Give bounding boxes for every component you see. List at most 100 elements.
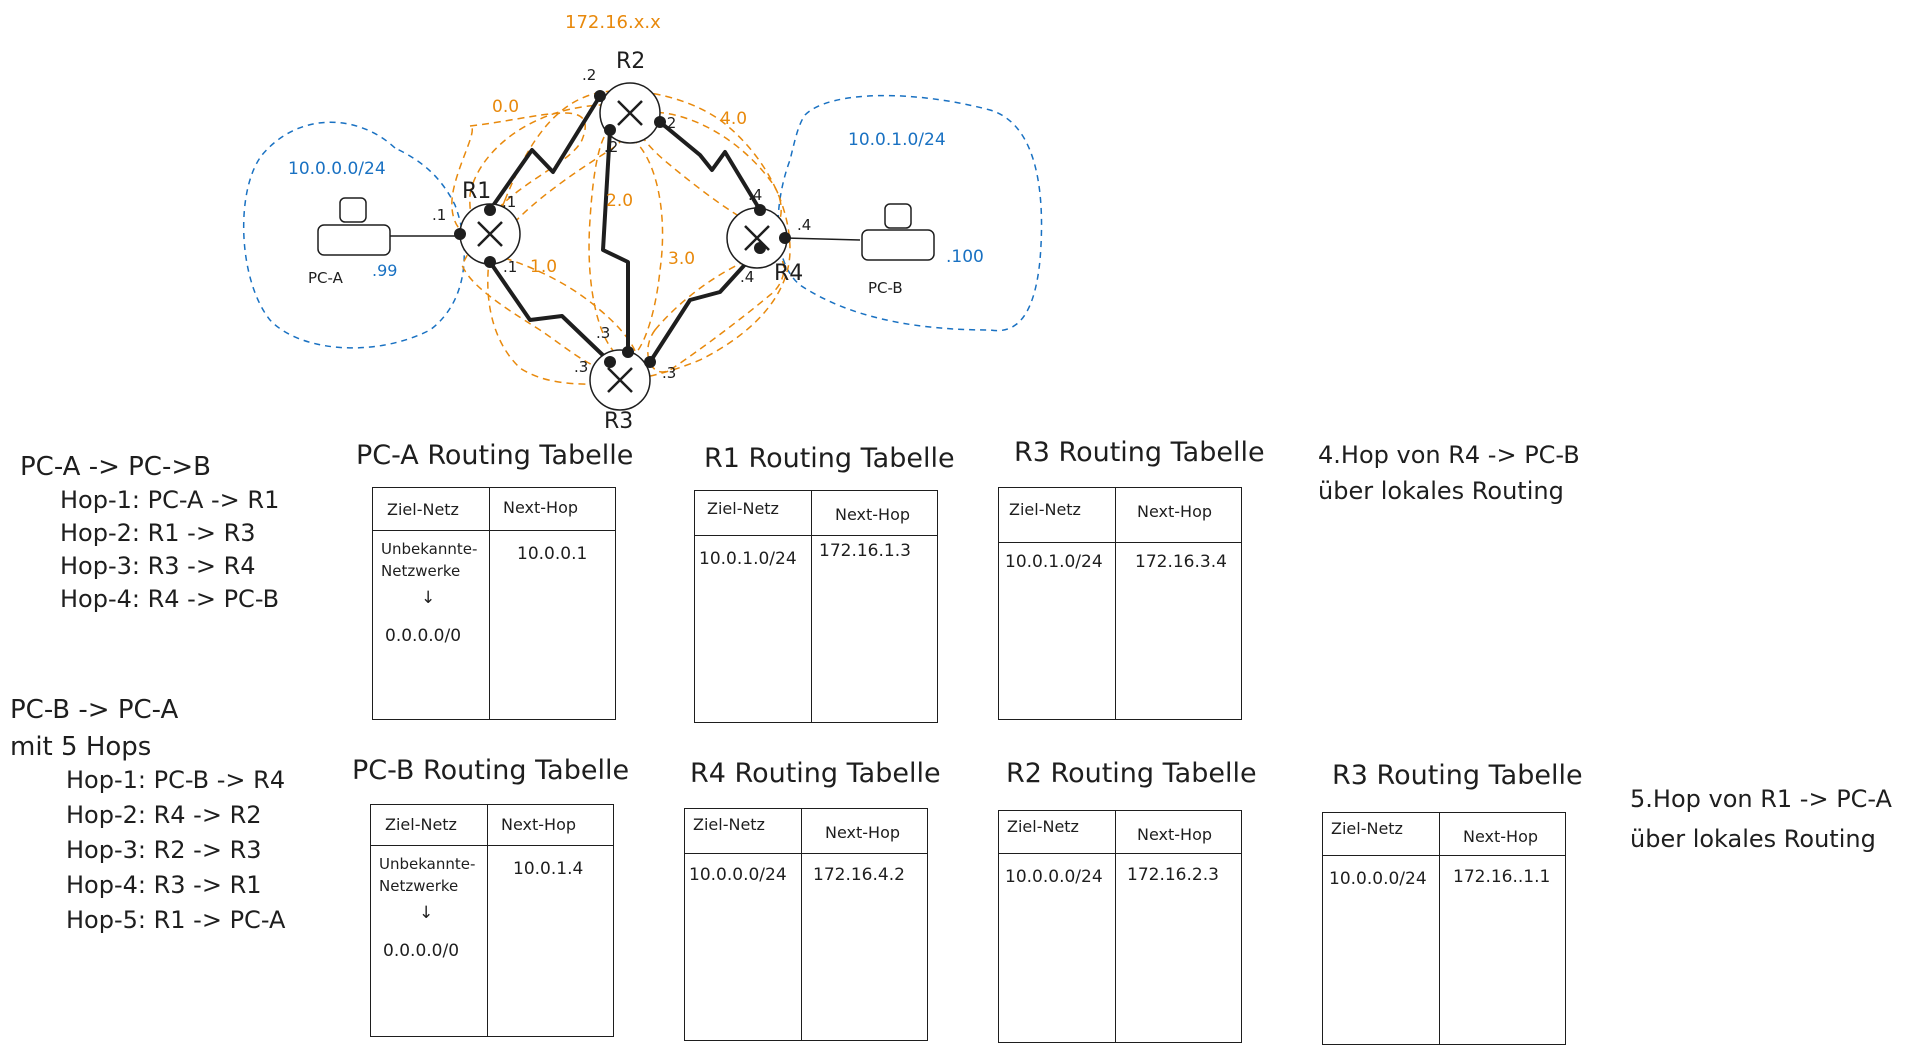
link-r2-r4: [658, 120, 762, 212]
col-next-header: Next-Hop: [501, 815, 577, 834]
iface-dot: [594, 90, 606, 102]
iface-dot: [654, 116, 666, 128]
router-r2-label: R2: [616, 49, 645, 74]
iface-label: .4: [748, 186, 762, 204]
link-label-0-0: 0.0: [492, 97, 519, 117]
hop-item: Hop-3: R2 -> R3: [66, 836, 262, 864]
subnet-3-0-outline: [647, 252, 785, 373]
subnet-0-outline: [451, 112, 586, 235]
r3b-dest: 10.0.0.0/24: [1329, 869, 1427, 889]
iface-label: .3: [662, 364, 676, 382]
r4-routing-table: Ziel-Netz Next-Hop 10.0.0.0/24 172.16.4.…: [684, 808, 928, 1041]
iface-dot: [454, 228, 466, 240]
hop4-note-2: über lokales Routing: [1318, 477, 1564, 505]
hop-item: Hop-1: PC-A -> R1: [60, 486, 280, 514]
router-r1-label: R1: [462, 179, 491, 204]
hop-item: Hop-2: R4 -> R2: [66, 801, 262, 829]
col-dest-header: Ziel-Netz: [1331, 819, 1403, 838]
core-outline: [487, 90, 791, 385]
unknown-networks-2: Netzwerke: [381, 562, 461, 580]
router-r3-label: R3: [604, 409, 633, 434]
path-b-to-a-subtitle: mit 5 Hops: [10, 732, 152, 762]
link-label-2-0: 2.0: [606, 191, 633, 211]
hop-item: Hop-1: PC-B -> R4: [66, 766, 286, 794]
r1-routing-table: Ziel-Netz Next-Hop 10.0.1.0/24 172.16.1.…: [694, 490, 938, 723]
path-b-to-a-title: PC-B -> PC-A: [10, 695, 179, 725]
r3b-next-hop: 172.16..1.1: [1453, 867, 1551, 887]
r4-table-title: R4 Routing Tabelle: [690, 758, 941, 789]
hop-item: Hop-4: R3 -> R1: [66, 871, 262, 899]
lan-a-label: 10.0.0.0/24: [288, 159, 386, 179]
r3a-dest: 10.0.1.0/24: [1005, 552, 1103, 572]
link-label-3-0: 3.0: [668, 249, 695, 269]
link-r3-r4: [648, 246, 762, 364]
pcb-routing-table: Ziel-Netz Next-Hop Unbekannte- Netzwerke…: [370, 804, 614, 1037]
pc-b-label: PC-B: [868, 279, 903, 297]
col-dest-header: Ziel-Netz: [1007, 817, 1079, 836]
col-dest-header: Ziel-Netz: [387, 500, 459, 519]
down-arrow: ↓: [419, 903, 434, 923]
r2-table-title: R2 Routing Tabelle: [1006, 758, 1257, 789]
iface-dot: [604, 124, 616, 136]
iface-dot: [484, 204, 496, 216]
hop-item: Hop-4: R4 -> PC-B: [60, 585, 280, 613]
pca-routing-table: Ziel-Netz Next-Hop Unbekannte- Netzwerke…: [372, 487, 616, 720]
r2-next-hop: 172.16.2.3: [1127, 865, 1219, 885]
r2-dest: 10.0.0.0/24: [1005, 867, 1103, 887]
r4-next-hop: 172.16.4.2: [813, 865, 905, 885]
r1-table-title: R1 Routing Tabelle: [704, 443, 955, 474]
link-label-1-0: 1.0: [530, 257, 557, 277]
link-label-4-0: 4.0: [720, 109, 747, 129]
col-dest-header: Ziel-Netz: [385, 815, 457, 834]
pc-b-icon: [861, 203, 935, 261]
hop5-note-2: über lokales Routing: [1630, 825, 1876, 853]
hop-item: Hop-5: R1 -> PC-A: [66, 906, 286, 934]
r3a-next-hop: 172.16.3.4: [1135, 552, 1227, 572]
lan-b-label: 10.0.1.0/24: [848, 130, 946, 150]
col-next-header: Next-Hop: [1137, 502, 1213, 521]
link-r1-r2: [488, 94, 602, 212]
col-next-header: Next-Hop: [1463, 827, 1539, 846]
iface-label: .2: [582, 66, 596, 84]
unknown-networks: Unbekannte-: [379, 855, 476, 873]
iface-label: .1: [503, 258, 517, 276]
hop4-note: 4.Hop von R4 -> PC-B: [1318, 441, 1580, 469]
router-r4: [726, 207, 788, 269]
pc-b-host-label: .100: [946, 247, 984, 267]
r3a-routing-table: Ziel-Netz Next-Hop 10.0.1.0/24 172.16.3.…: [998, 487, 1242, 720]
iface-dot: [622, 346, 634, 358]
iface-label: .1: [432, 206, 446, 224]
iface-dot: [644, 356, 656, 368]
iface-dot: [754, 242, 766, 254]
supernet-label: 172.16.x.x: [565, 12, 661, 33]
pca-table-title: PC-A Routing Tabelle: [356, 440, 634, 471]
pca-next-hop: 10.0.0.1: [517, 544, 588, 564]
iface-label: .4: [740, 268, 754, 286]
down-arrow: ↓: [421, 588, 436, 608]
iface-label: .3: [574, 358, 588, 376]
unknown-networks: Unbekannte-: [381, 540, 478, 558]
subnet-2-0-outline: [588, 129, 664, 361]
hop5-note: 5.Hop von R1 -> PC-A: [1630, 785, 1892, 813]
col-dest-header: Ziel-Netz: [693, 815, 765, 834]
r3a-table-title: R3 Routing Tabelle: [1014, 437, 1265, 468]
col-dest-header: Ziel-Netz: [1009, 500, 1081, 519]
path-a-to-b-title: PC-A -> PC->B: [20, 452, 211, 482]
col-next-header: Next-Hop: [825, 823, 901, 842]
r1-next-hop: 172.16.1.3: [819, 541, 911, 561]
r2-routing-table: Ziel-Netz Next-Hop 10.0.0.0/24 172.16.2.…: [998, 810, 1242, 1043]
pc-a-label: PC-A: [308, 269, 344, 287]
router-r3: [589, 349, 651, 411]
default-route: 0.0.0.0/0: [383, 941, 460, 961]
pcb-table-title: PC-B Routing Tabelle: [352, 755, 630, 786]
r3b-table-title: R3 Routing Tabelle: [1332, 760, 1583, 791]
iface-label: .2: [662, 114, 676, 132]
pc-a-icon: [317, 197, 391, 256]
pcb-next-hop: 10.0.1.4: [513, 859, 584, 879]
lan-a-cloud: [242, 121, 465, 349]
default-route: 0.0.0.0/0: [385, 626, 462, 646]
iface-label: .2: [604, 138, 618, 156]
iface-label: .3: [596, 324, 610, 342]
col-next-header: Next-Hop: [503, 498, 579, 517]
